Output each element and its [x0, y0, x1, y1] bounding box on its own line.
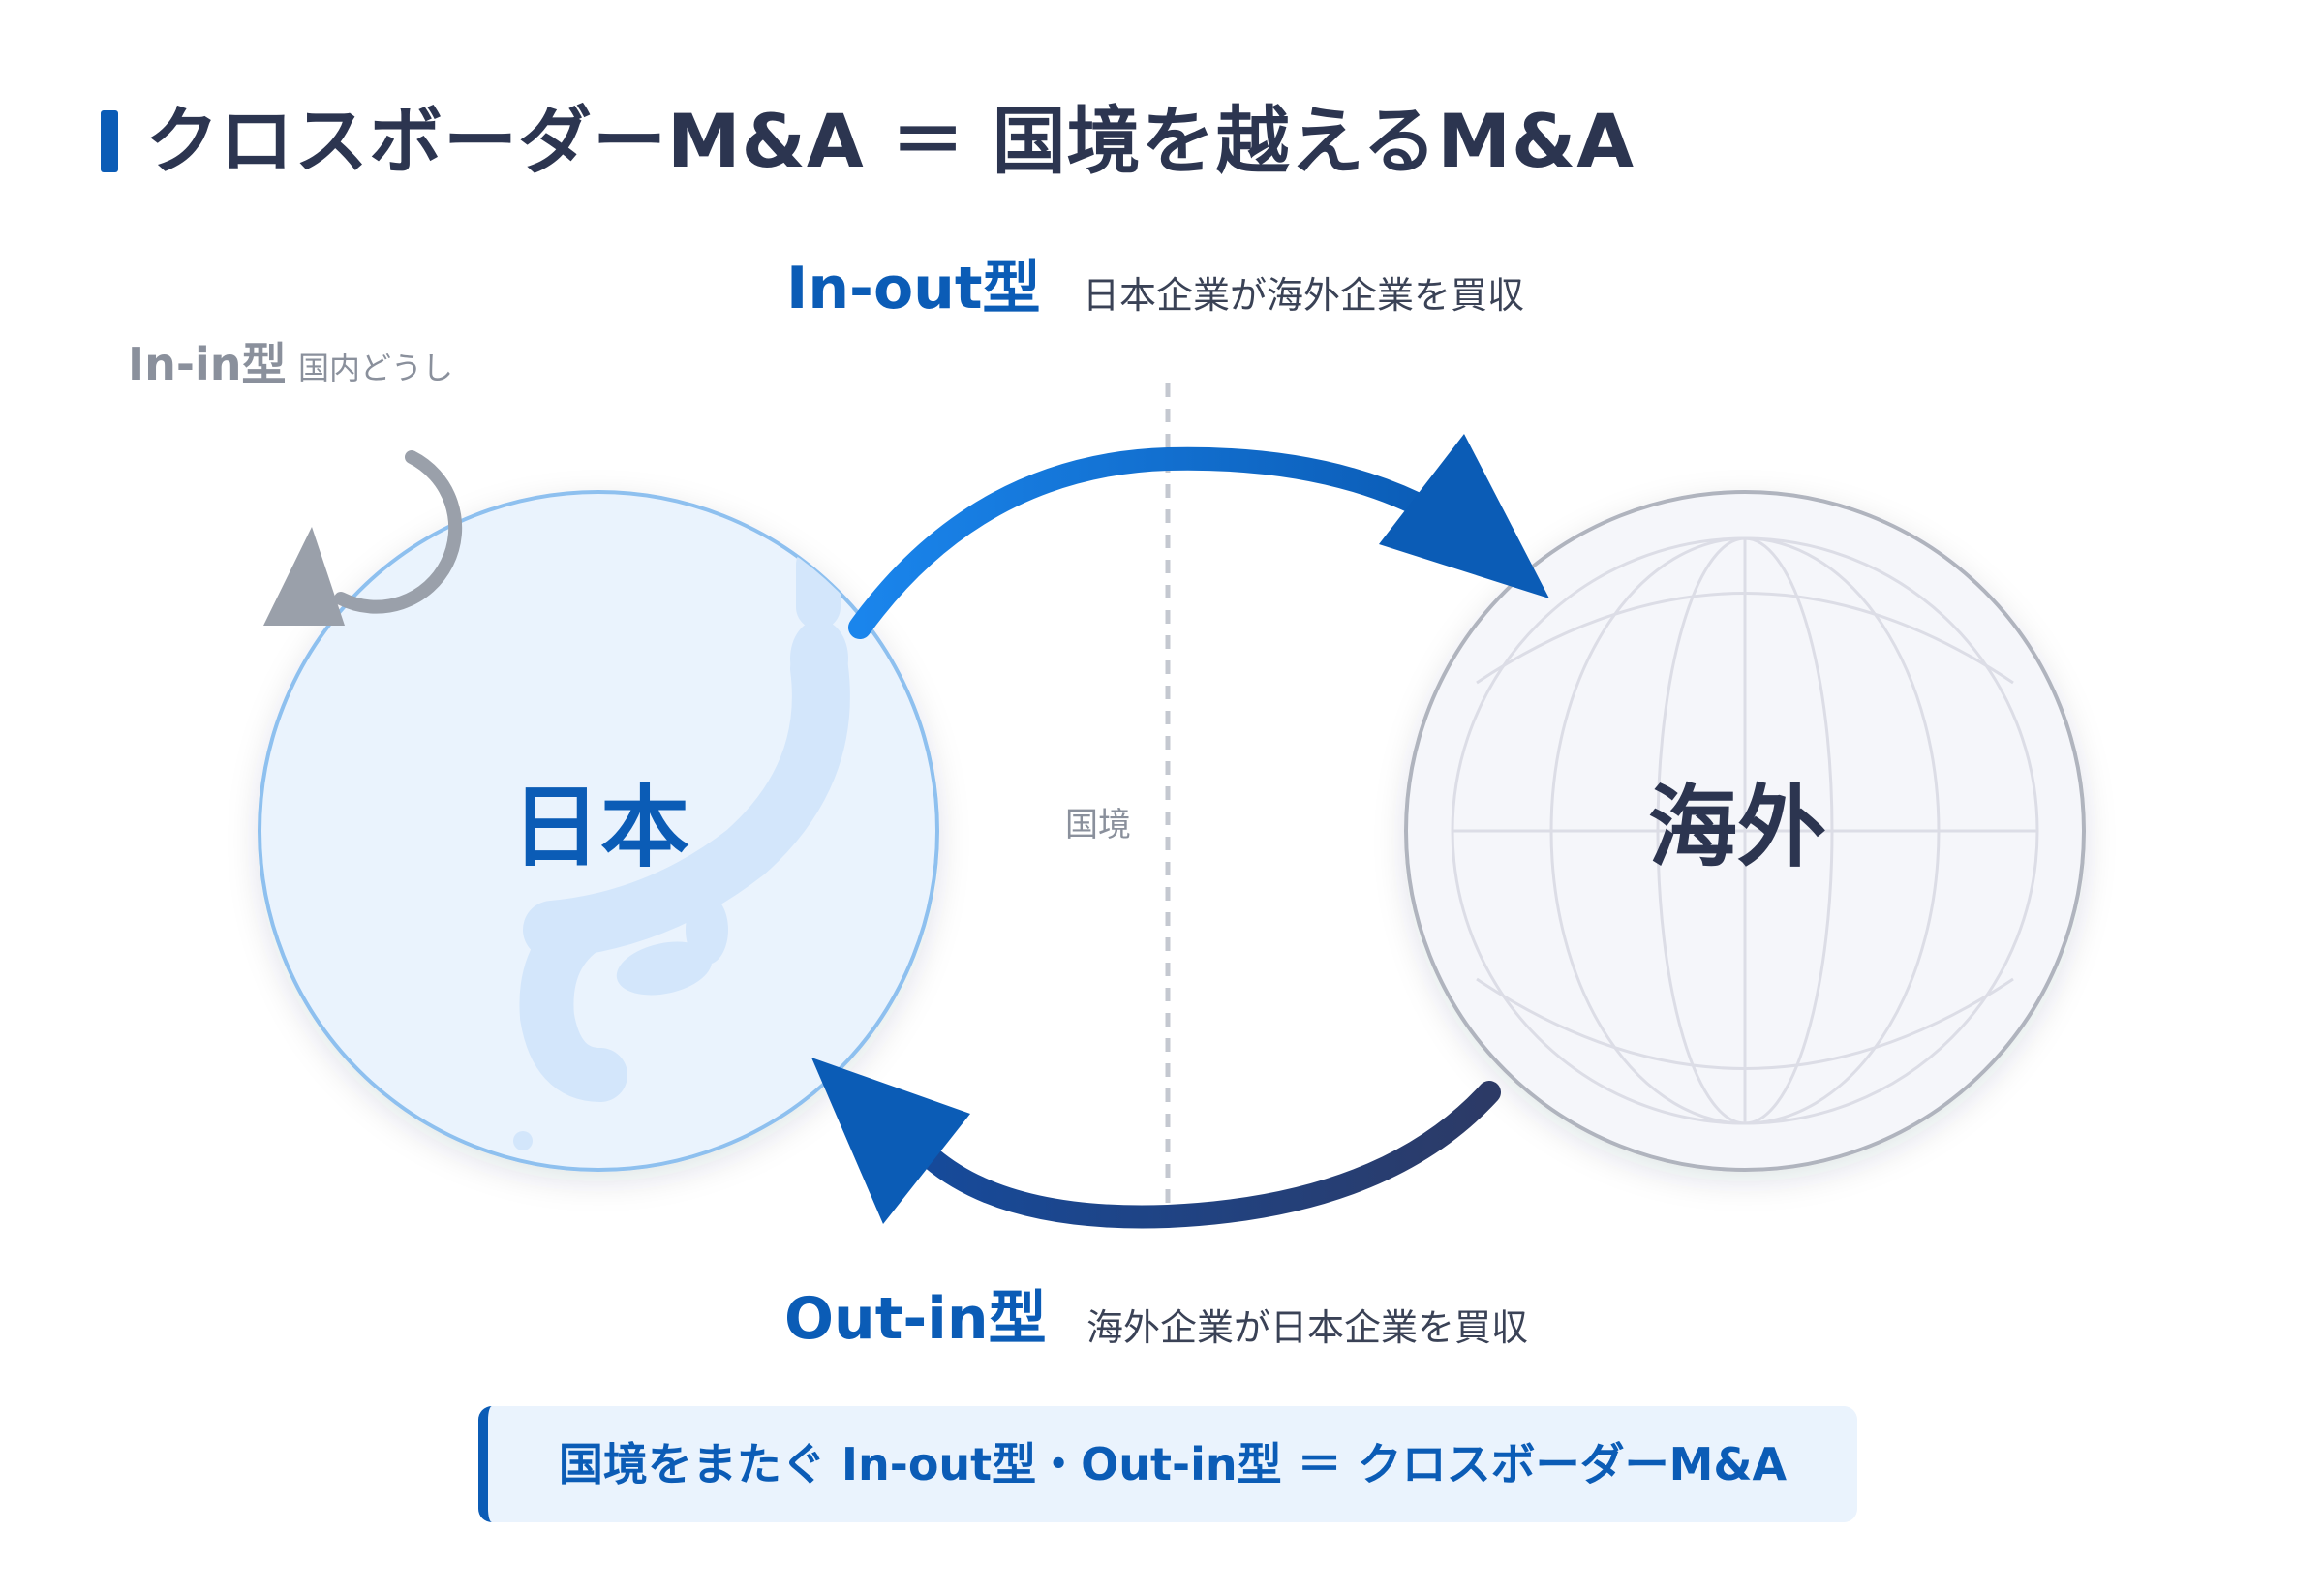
- out-in-type-label: Out-in型: [784, 1285, 1047, 1353]
- out-in-arrow: [811, 1058, 1501, 1229]
- in-out-arrow: [848, 434, 1549, 639]
- in-out-type-label: In-out型: [786, 255, 1041, 322]
- japan-circle: [258, 490, 939, 1172]
- overseas-globe: [1404, 490, 2086, 1172]
- page-title: クロスボーダーM&A ＝ 国境を越えるM&A: [145, 98, 1636, 184]
- japan-label: 日本: [511, 776, 690, 879]
- summary-box: 国境をまたぐ In-out型・Out-in型 ＝ クロスボーダーM&A: [478, 1406, 1857, 1522]
- in-out-type-description: 日本企業が海外企業を買収: [1083, 274, 1525, 317]
- in-in-type-label: In-in型: [128, 338, 287, 390]
- in-in-loop-arrow: [263, 450, 463, 626]
- japan-map-shape: [513, 542, 850, 1150]
- border-label: 国境: [1065, 806, 1131, 844]
- overseas-label: 海外: [1648, 776, 1827, 879]
- summary-text: 国境をまたぐ In-out型・Out-in型 ＝ クロスボーダーM&A: [558, 1438, 1788, 1490]
- out-in-type-description: 海外企業が日本企業を買収: [1086, 1306, 1529, 1349]
- in-in-type-description: 国内どうし: [298, 350, 454, 386]
- title-accent-bar: [101, 110, 118, 172]
